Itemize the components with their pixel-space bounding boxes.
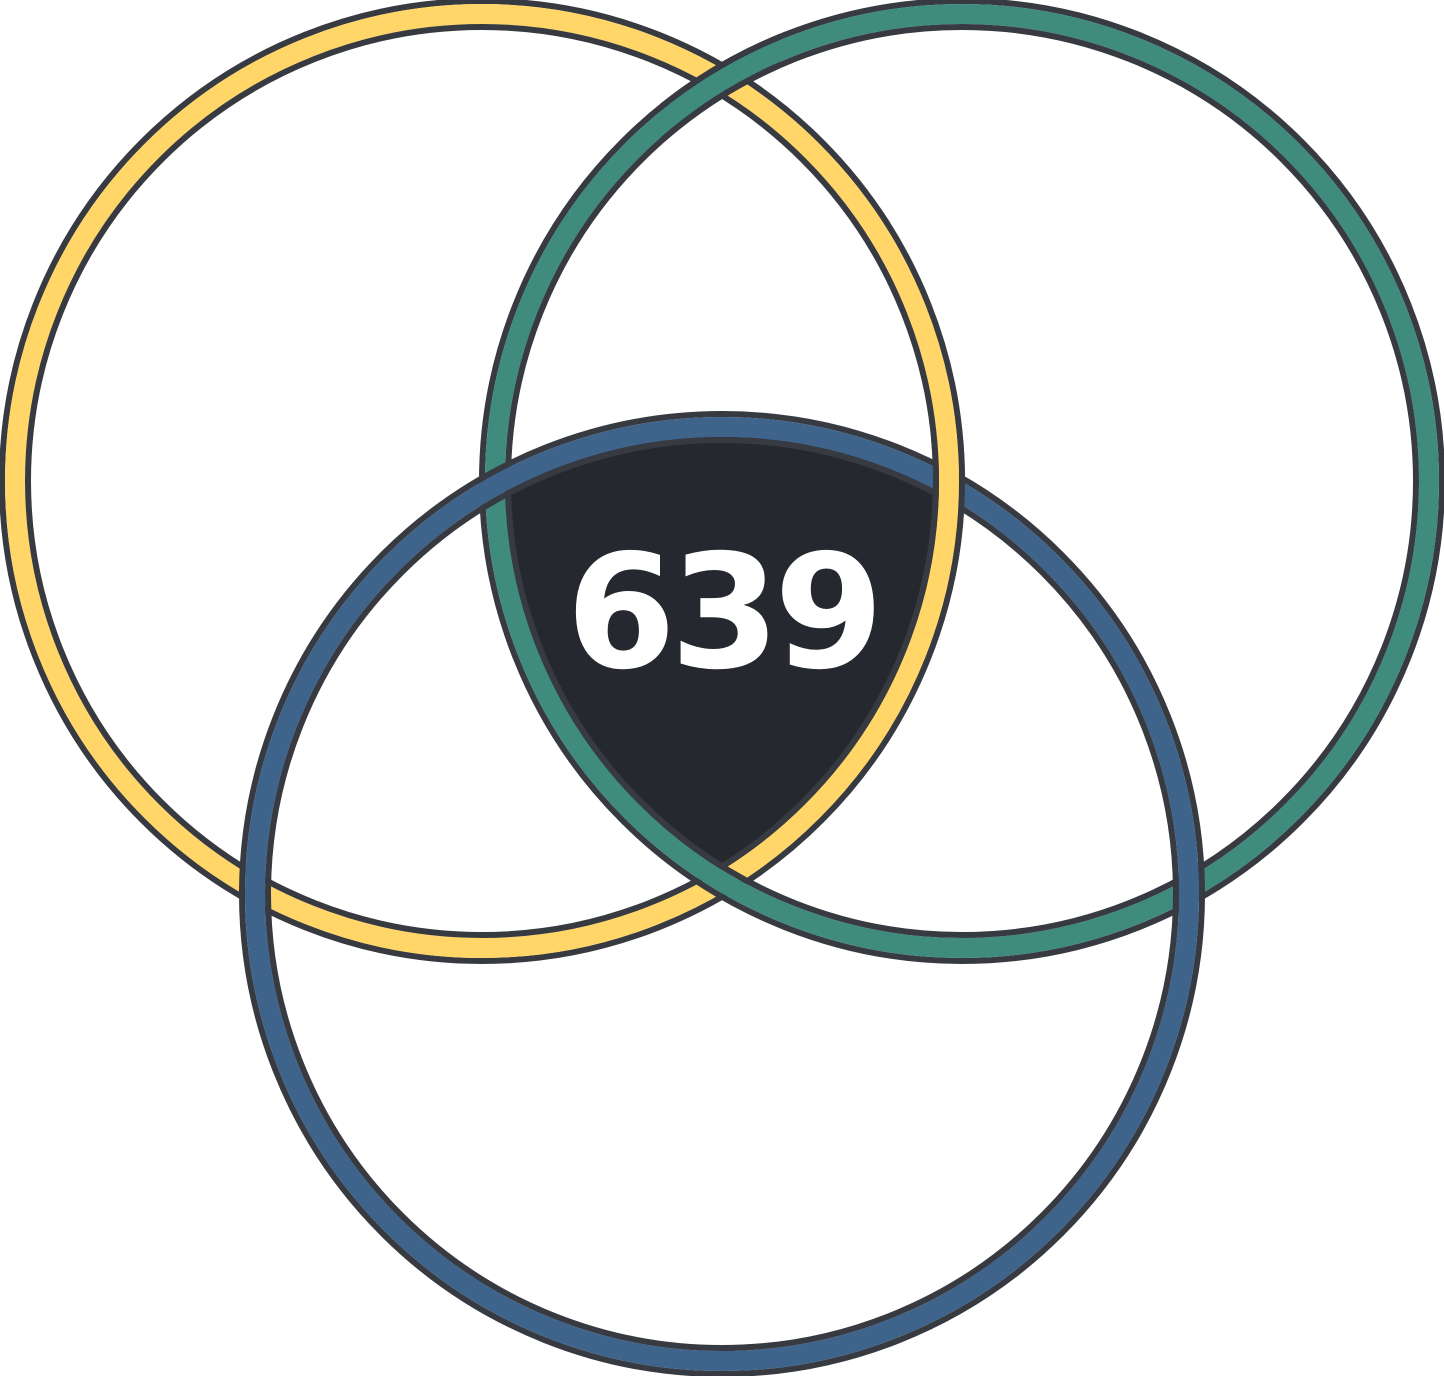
blue-ring	[239, 411, 1205, 1376]
logo-639: 639	[566, 521, 878, 705]
yellow-ring-weave	[921, 440, 965, 580]
